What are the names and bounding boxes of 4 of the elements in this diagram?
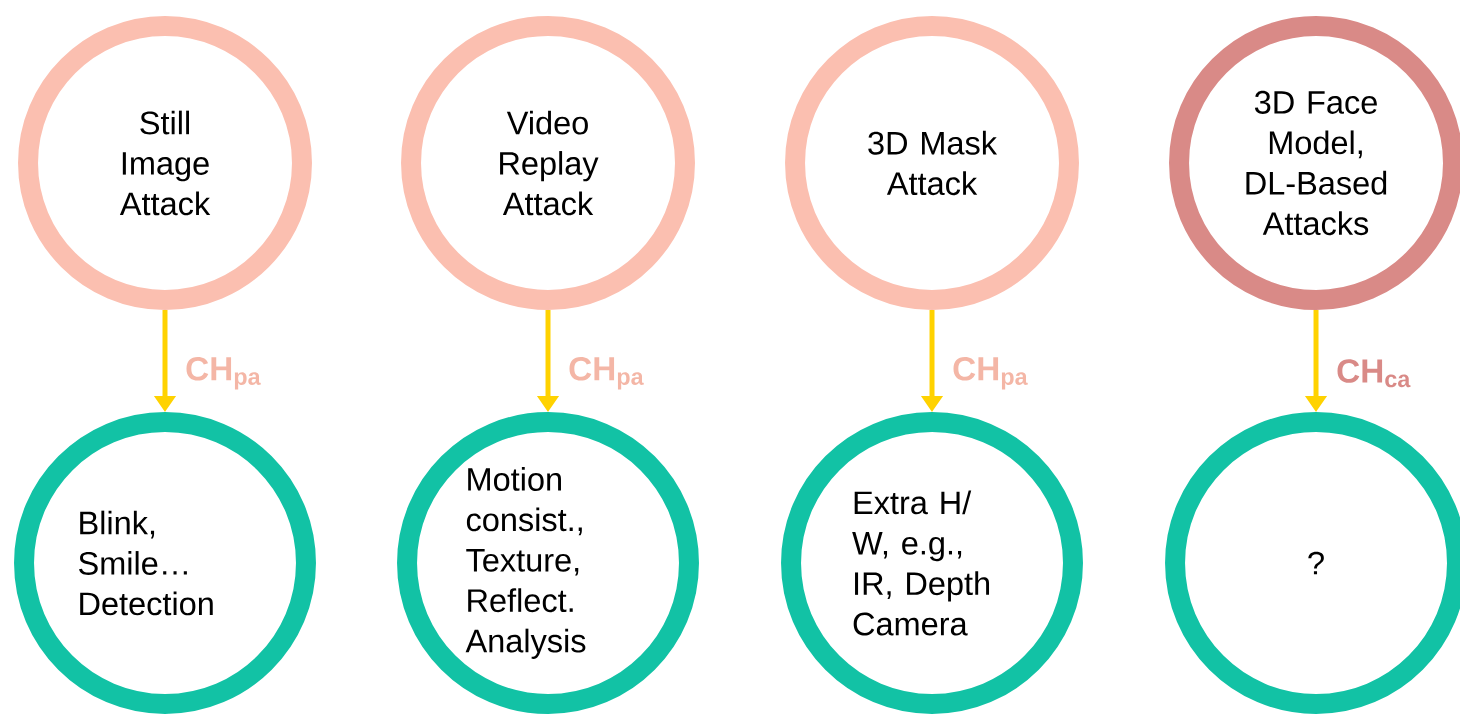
edge-label: CH$_{pa}$ — [953, 356, 1028, 390]
edge-label: CH$_{pa}$ — [186, 356, 261, 390]
edge-label: CH$_{ca}$ — [1337, 359, 1411, 388]
edge-label: CH$_{pa}$ — [569, 356, 644, 390]
